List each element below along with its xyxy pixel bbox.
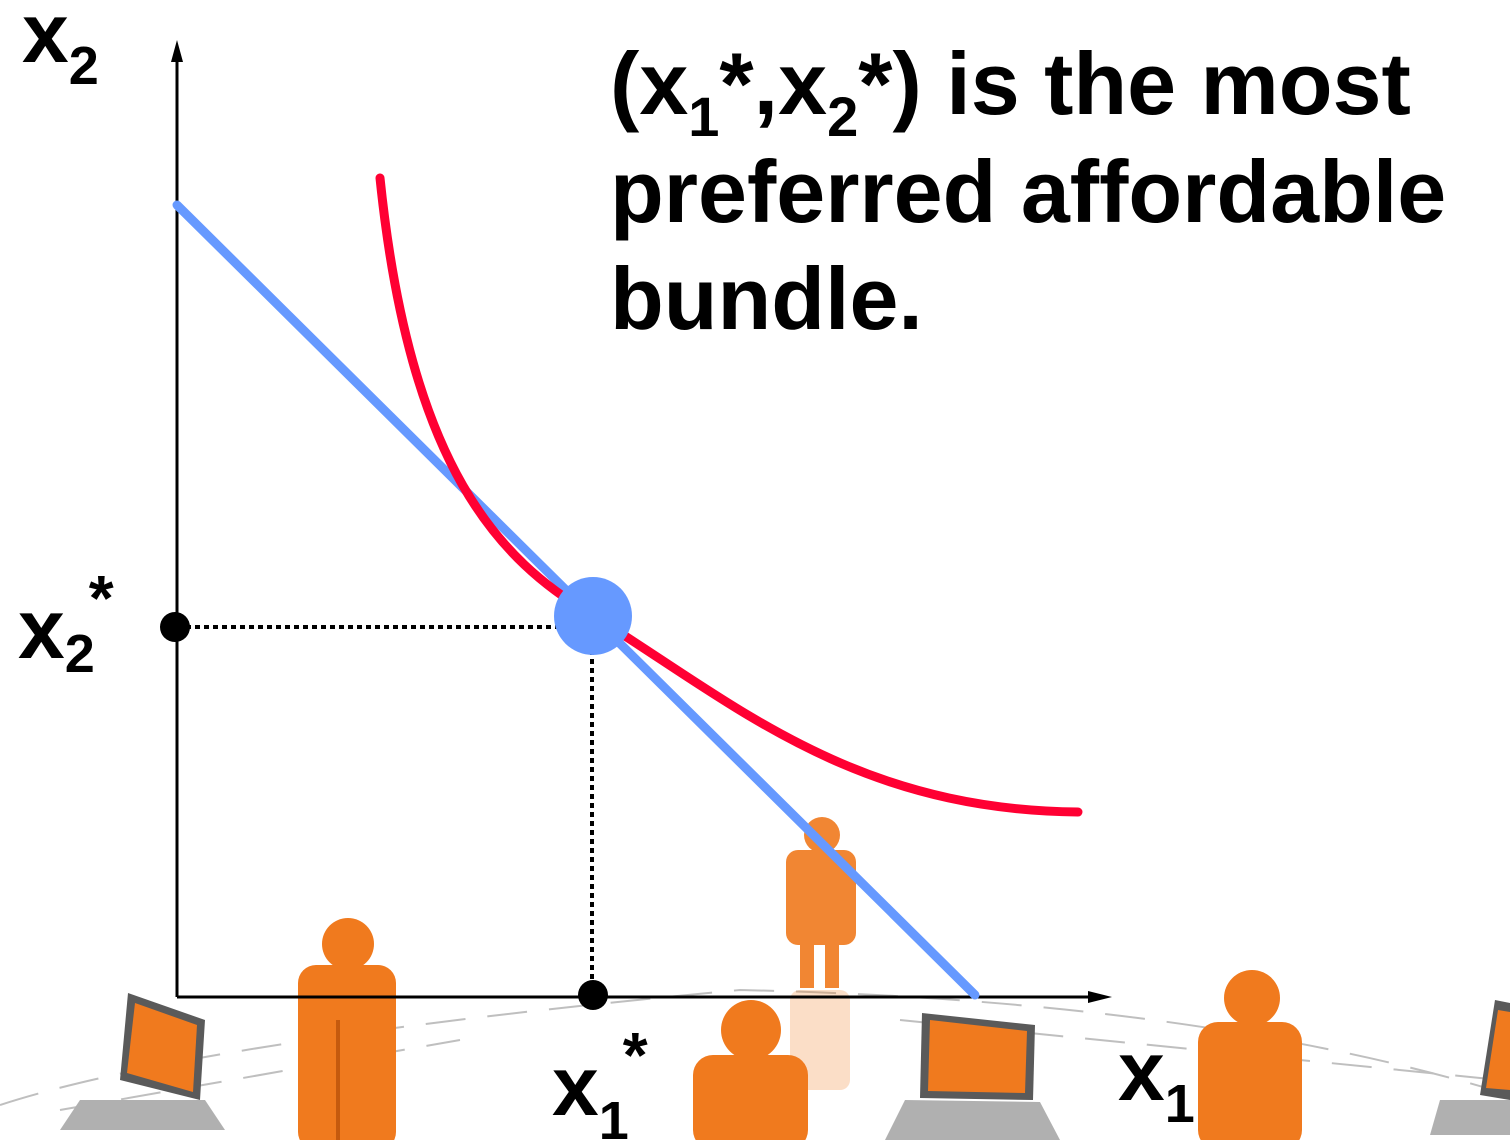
laptop-icon: [60, 993, 225, 1130]
title-line-2: preferred affordable: [610, 142, 1447, 241]
person-reflection: [790, 990, 850, 1090]
person-figure-icon: [298, 918, 396, 1140]
x1-star-marker: [578, 980, 608, 1010]
title-rest: is the most: [921, 34, 1411, 133]
x-axis-label: x1: [1118, 1024, 1195, 1134]
person-figure-icon: [693, 1000, 808, 1140]
optimum-point: [554, 577, 632, 655]
title-open-paren: (: [610, 34, 640, 133]
y-axis-arrowhead: [171, 40, 183, 62]
title-line-1: (x1*,x2*) is the most: [610, 40, 1411, 145]
title-sub-2: 2: [827, 85, 859, 148]
title-line-3: bundle.: [610, 249, 923, 348]
guide-lines: [177, 625, 594, 995]
title-star-1: *: [719, 34, 754, 133]
laptop-icon: [885, 1013, 1060, 1140]
title-star-2: *: [858, 34, 893, 133]
x2-star-label: x2*: [18, 562, 114, 684]
title-close-paren: ): [892, 34, 922, 133]
person-figure-icon: [1198, 970, 1302, 1140]
title-var-x2: x: [778, 34, 828, 133]
background-illustration: [0, 817, 1510, 1140]
title-sub-1: 1: [688, 85, 720, 148]
laptop-icon: [1430, 1000, 1510, 1135]
person-figure-icon: [786, 817, 856, 988]
title-var-x1: x: [639, 34, 689, 133]
x1-star-label: x1*: [552, 1019, 648, 1140]
y-axis-label: x2: [22, 0, 99, 96]
title-comma: ,: [753, 34, 779, 133]
x2-star-marker: [160, 612, 190, 642]
x-axis-arrowhead: [1088, 991, 1112, 1003]
